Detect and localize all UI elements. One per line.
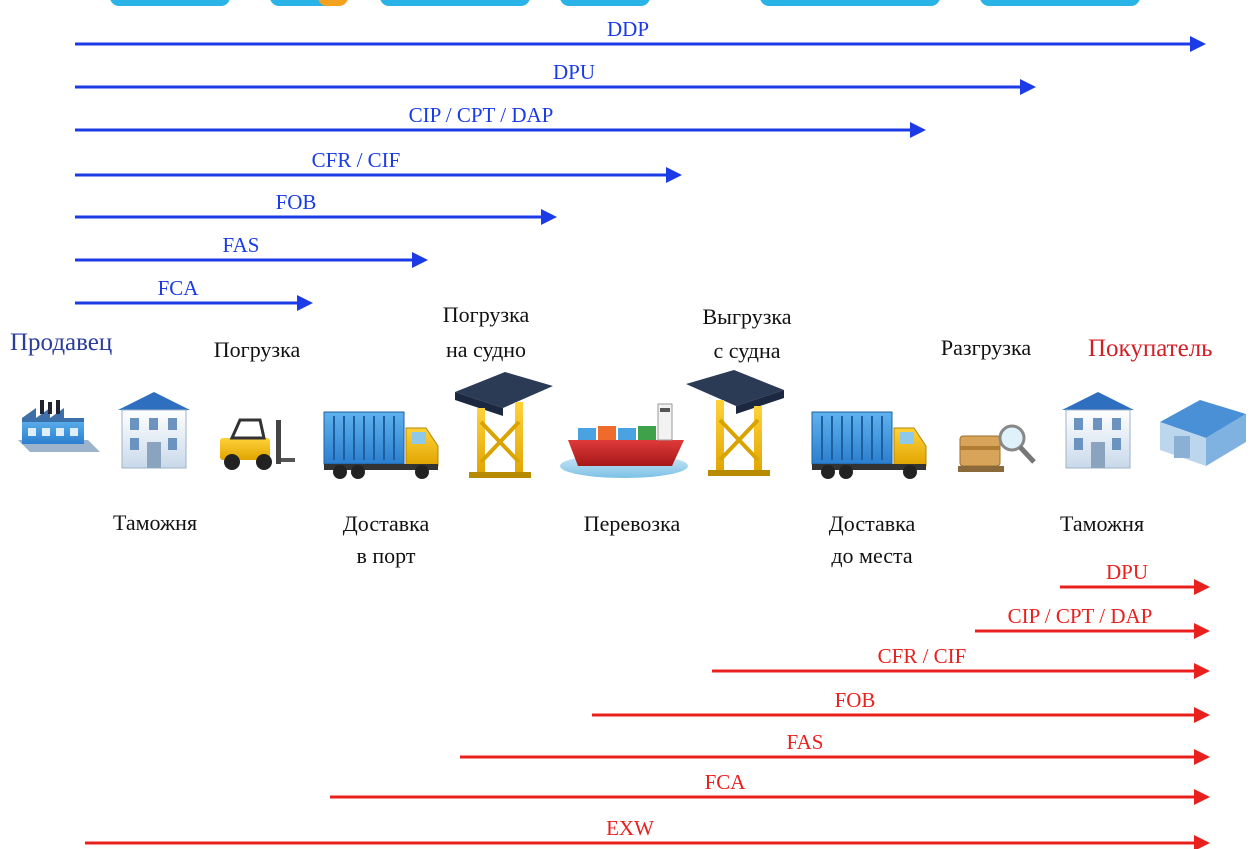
stage-ship-loading-label-1: Погрузка (442, 302, 530, 327)
customs-building-icon (1062, 392, 1134, 469)
seller-label: Продавец (10, 329, 113, 356)
seller-obligation-arrows: DDP DPU CIP / CPT / DAP CFR / CIF FOB FAS FCA (75, 17, 1206, 311)
buyer-arrow-head (1194, 835, 1210, 849)
carriage-label: Перевозка (583, 511, 681, 536)
buyer-arrow-head (1194, 749, 1210, 765)
buyer-arrow-head (1194, 789, 1210, 805)
seller-arrow-ddp: DDP (75, 17, 1206, 52)
seller-arrow-head (412, 252, 428, 268)
factory-icon (18, 400, 100, 452)
seller-term-label: FCA (158, 276, 200, 300)
seller-arrow-dpu: DPU (75, 60, 1036, 95)
buyer-arrow-head (1194, 623, 1210, 639)
seller-term-label: DPU (553, 60, 595, 84)
port-crane-icon (686, 370, 784, 476)
seller-arrow-fas: FAS (75, 233, 428, 268)
seller-term-label: CIP / CPT / DAP (409, 103, 554, 127)
buyer-arrow-cip-cpt-dap: CIP / CPT / DAP (975, 604, 1210, 639)
seller-arrow-head (1020, 79, 1036, 95)
seller-arrow-fca: FCA (75, 276, 313, 311)
cargo-inspection-icon (958, 424, 1036, 472)
buyer-term-label: FOB (835, 688, 876, 712)
customs-destination-label: Таможня (1059, 511, 1145, 536)
stage-ship-unloading-label-1: Выгрузка (702, 304, 792, 329)
seller-arrow-cip-cpt-dap: CIP / CPT / DAP (75, 103, 926, 138)
port-delivery-label-1: Доставка (342, 511, 430, 536)
buyer-term-label: CIP / CPT / DAP (1008, 604, 1153, 628)
warehouse-icon (1160, 400, 1246, 466)
cropped-title-banner (0, 0, 1258, 6)
buyer-arrow-head (1194, 707, 1210, 723)
buyer-term-label: FAS (787, 730, 824, 754)
seller-term-label: CFR / CIF (312, 148, 401, 172)
buyer-arrow-head (1194, 579, 1210, 595)
buyer-arrow-head (1194, 663, 1210, 679)
stage-loading-label: Погрузка (213, 337, 301, 362)
buyer-arrow-exw: EXW (85, 816, 1210, 849)
stage-unloading-label: Разгрузка (940, 335, 1032, 360)
stage-ship-unloading-label-2: с судна (713, 338, 781, 363)
buyer-term-label: DPU (1106, 560, 1148, 584)
buyer-arrow-fca: FCA (330, 770, 1210, 805)
buyer-term-label: CFR / CIF (878, 644, 967, 668)
seller-arrow-head (541, 209, 557, 225)
buyer-arrow-fas: FAS (460, 730, 1210, 765)
destination-delivery-label-2: до места (831, 543, 913, 568)
port-crane-icon (455, 372, 553, 478)
seller-arrow-head (666, 167, 682, 183)
seller-arrow-head (910, 122, 926, 138)
buyer-term-label: FCA (705, 770, 747, 794)
forklift-icon (220, 418, 295, 470)
seller-arrow-fob: FOB (75, 190, 557, 225)
seller-arrow-head (297, 295, 313, 311)
seller-term-label: FAS (223, 233, 260, 257)
buyer-arrow-dpu: DPU (1060, 560, 1210, 595)
customs-origin-label: Таможня (112, 510, 198, 535)
seller-arrow-cfr-cif: CFR / CIF (75, 148, 682, 183)
buyer-arrow-cfr-cif: CFR / CIF (712, 644, 1210, 679)
buyer-label: Покупатель (1088, 335, 1213, 362)
buyer-arrow-fob: FOB (592, 688, 1210, 723)
port-delivery-label-2: в порт (356, 543, 416, 568)
destination-delivery-label-1: Доставка (828, 511, 916, 536)
container-ship-icon (560, 403, 688, 478)
truck-icon (811, 411, 927, 479)
seller-arrow-head (1190, 36, 1206, 52)
seller-term-label: FOB (276, 190, 317, 214)
stage-ship-loading-label-2: на судно (445, 337, 527, 362)
buyer-term-label: EXW (606, 816, 654, 840)
customs-building-icon (118, 392, 190, 469)
truck-icon (323, 411, 439, 479)
seller-term-label: DDP (607, 17, 649, 41)
